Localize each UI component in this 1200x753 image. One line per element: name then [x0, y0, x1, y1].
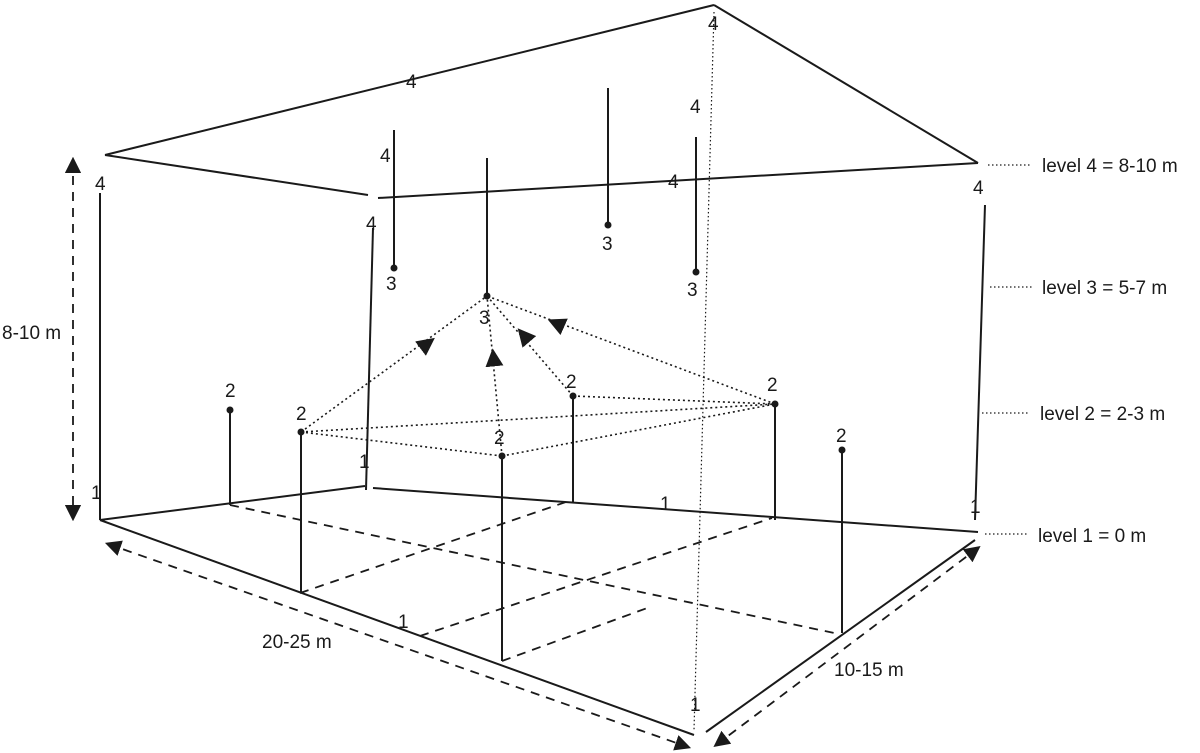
level-number: 4: [380, 146, 391, 167]
sensor-node: [226, 406, 234, 414]
level-number: 2: [566, 372, 577, 393]
level-number: 4: [708, 14, 719, 35]
level-number: 1: [398, 612, 409, 633]
sensor-node: [838, 446, 846, 454]
level-number: 4: [690, 97, 701, 118]
level-number: 2: [225, 381, 236, 402]
level-number: 3: [687, 280, 698, 301]
level-number: 3: [386, 274, 397, 295]
sensor-node: [390, 264, 398, 272]
level-number: 4: [406, 72, 417, 93]
level-legend: level 4 = 8-10 m level 3 = 5-7 m level 2…: [982, 156, 1178, 547]
sensor-node: [771, 400, 779, 408]
dimension-markers: 8-10 m 20-25 m 10-15 m: [2, 156, 981, 751]
height-dimension-label: 8-10 m: [2, 323, 61, 344]
level-number: 2: [836, 426, 847, 447]
level-3-label: level 3 = 5-7 m: [1042, 278, 1167, 299]
sensor-node: [569, 392, 577, 400]
flow-arrows: [415, 318, 568, 368]
level-number-labels: 4 4 4 4 4 4 4 4 3 3 3 3 2 2 2 2 2 2 1 1 …: [91, 14, 984, 716]
level-2-label: level 2 = 2-3 m: [1040, 404, 1165, 425]
level-number: 1: [91, 483, 102, 504]
sensor-poles: [229, 88, 843, 661]
box-outline: [99, 4, 986, 736]
level-number: 1: [660, 494, 671, 515]
level-number: 2: [494, 428, 505, 449]
level-number: 3: [602, 234, 613, 255]
level-number: 3: [479, 308, 490, 329]
level-number: 2: [767, 375, 778, 396]
sensor-node: [297, 428, 305, 436]
sensor-nodes: [226, 221, 846, 460]
length-dimension-label: 20-25 m: [262, 632, 332, 653]
level-number: 1: [970, 497, 981, 518]
level-number: 2: [296, 404, 307, 425]
level-number: 1: [359, 452, 370, 473]
level-number: 4: [366, 214, 377, 235]
level-4-label: level 4 = 8-10 m: [1042, 156, 1178, 177]
sensor-node: [604, 221, 612, 229]
level-number: 4: [95, 174, 106, 195]
sensor-node: [483, 292, 491, 300]
level-number: 1: [690, 695, 701, 716]
level-1-label: level 1 = 0 m: [1038, 526, 1146, 547]
sensor-node: [692, 268, 700, 276]
sensor-node: [498, 452, 506, 460]
depth-dimension-label: 10-15 m: [834, 660, 904, 681]
level-number: 4: [973, 178, 984, 199]
level-number: 4: [668, 172, 679, 193]
